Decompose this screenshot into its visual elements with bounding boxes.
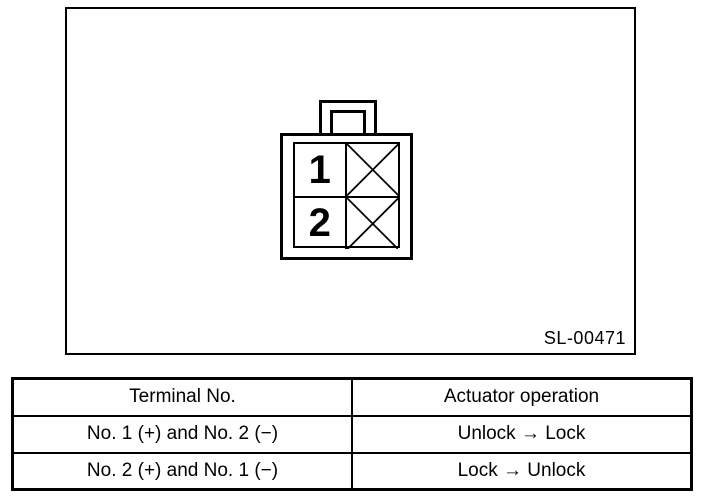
actuator-operation-header: Actuator operation [351, 377, 693, 417]
connector-body: 1 2 [280, 133, 413, 260]
connector-latch-inner [330, 110, 366, 133]
terminal-no-header: Terminal No. [11, 377, 353, 417]
table-row: No. 1 (+) and No. 2 (−) Unlock → Lock [11, 414, 693, 454]
terminal-1-cell: 1 [295, 144, 347, 198]
x-mark-icon [347, 144, 399, 196]
terminal-2-cell: 2 [295, 197, 347, 249]
terminal-combination-cell: No. 2 (+) and No. 1 (−) [11, 451, 353, 491]
terminal-combination-cell: No. 1 (+) and No. 2 (−) [11, 414, 353, 454]
table-header-row: Terminal No. Actuator operation [11, 377, 693, 417]
terminal-grid: 1 2 [293, 142, 400, 250]
table-row: No. 2 (+) and No. 1 (−) Lock → Unlock [11, 451, 693, 491]
blocked-terminal-cell-bottom [347, 198, 399, 250]
terminal-operation-table: Terminal No. Actuator operation No. 1 (+… [11, 377, 693, 491]
x-mark-icon [347, 198, 399, 250]
blocked-terminal-cell-top [346, 144, 399, 198]
figure-code-label: SL-00471 [543, 328, 626, 348]
connector-latch [319, 100, 377, 133]
operation-cell: Lock → Unlock [351, 451, 693, 491]
operation-cell: Unlock → Lock [351, 414, 693, 454]
